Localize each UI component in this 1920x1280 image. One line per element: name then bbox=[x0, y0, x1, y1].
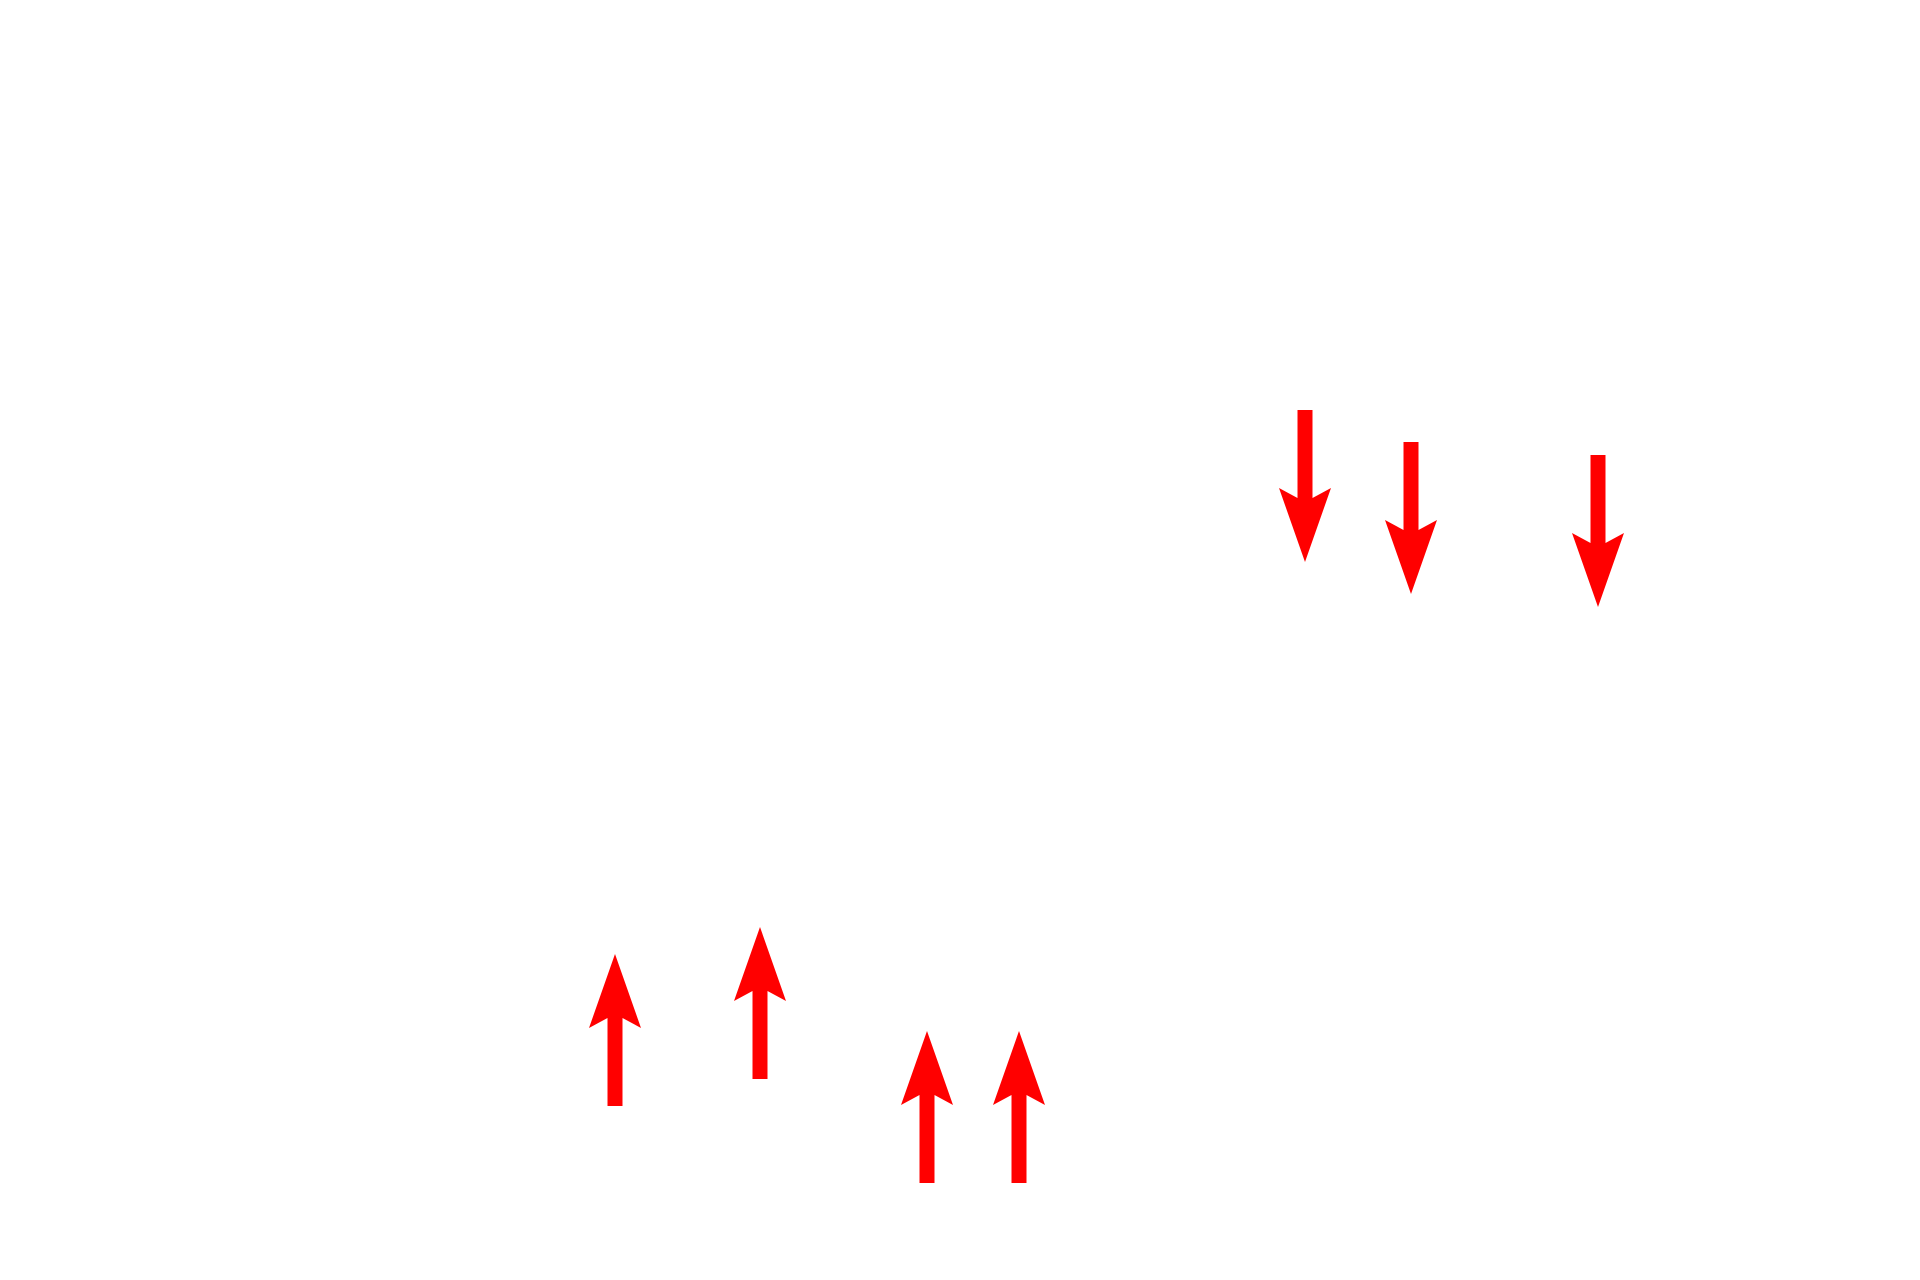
arrow-down-icon bbox=[1385, 442, 1437, 594]
arrow-down-icon bbox=[1279, 410, 1331, 562]
arrow-up-icon bbox=[993, 1031, 1045, 1183]
arrow-up-icon bbox=[734, 927, 786, 1079]
arrow-up-icon bbox=[901, 1031, 953, 1183]
arrow-down-icon bbox=[1572, 455, 1624, 607]
arrow-up-icon bbox=[589, 954, 641, 1106]
